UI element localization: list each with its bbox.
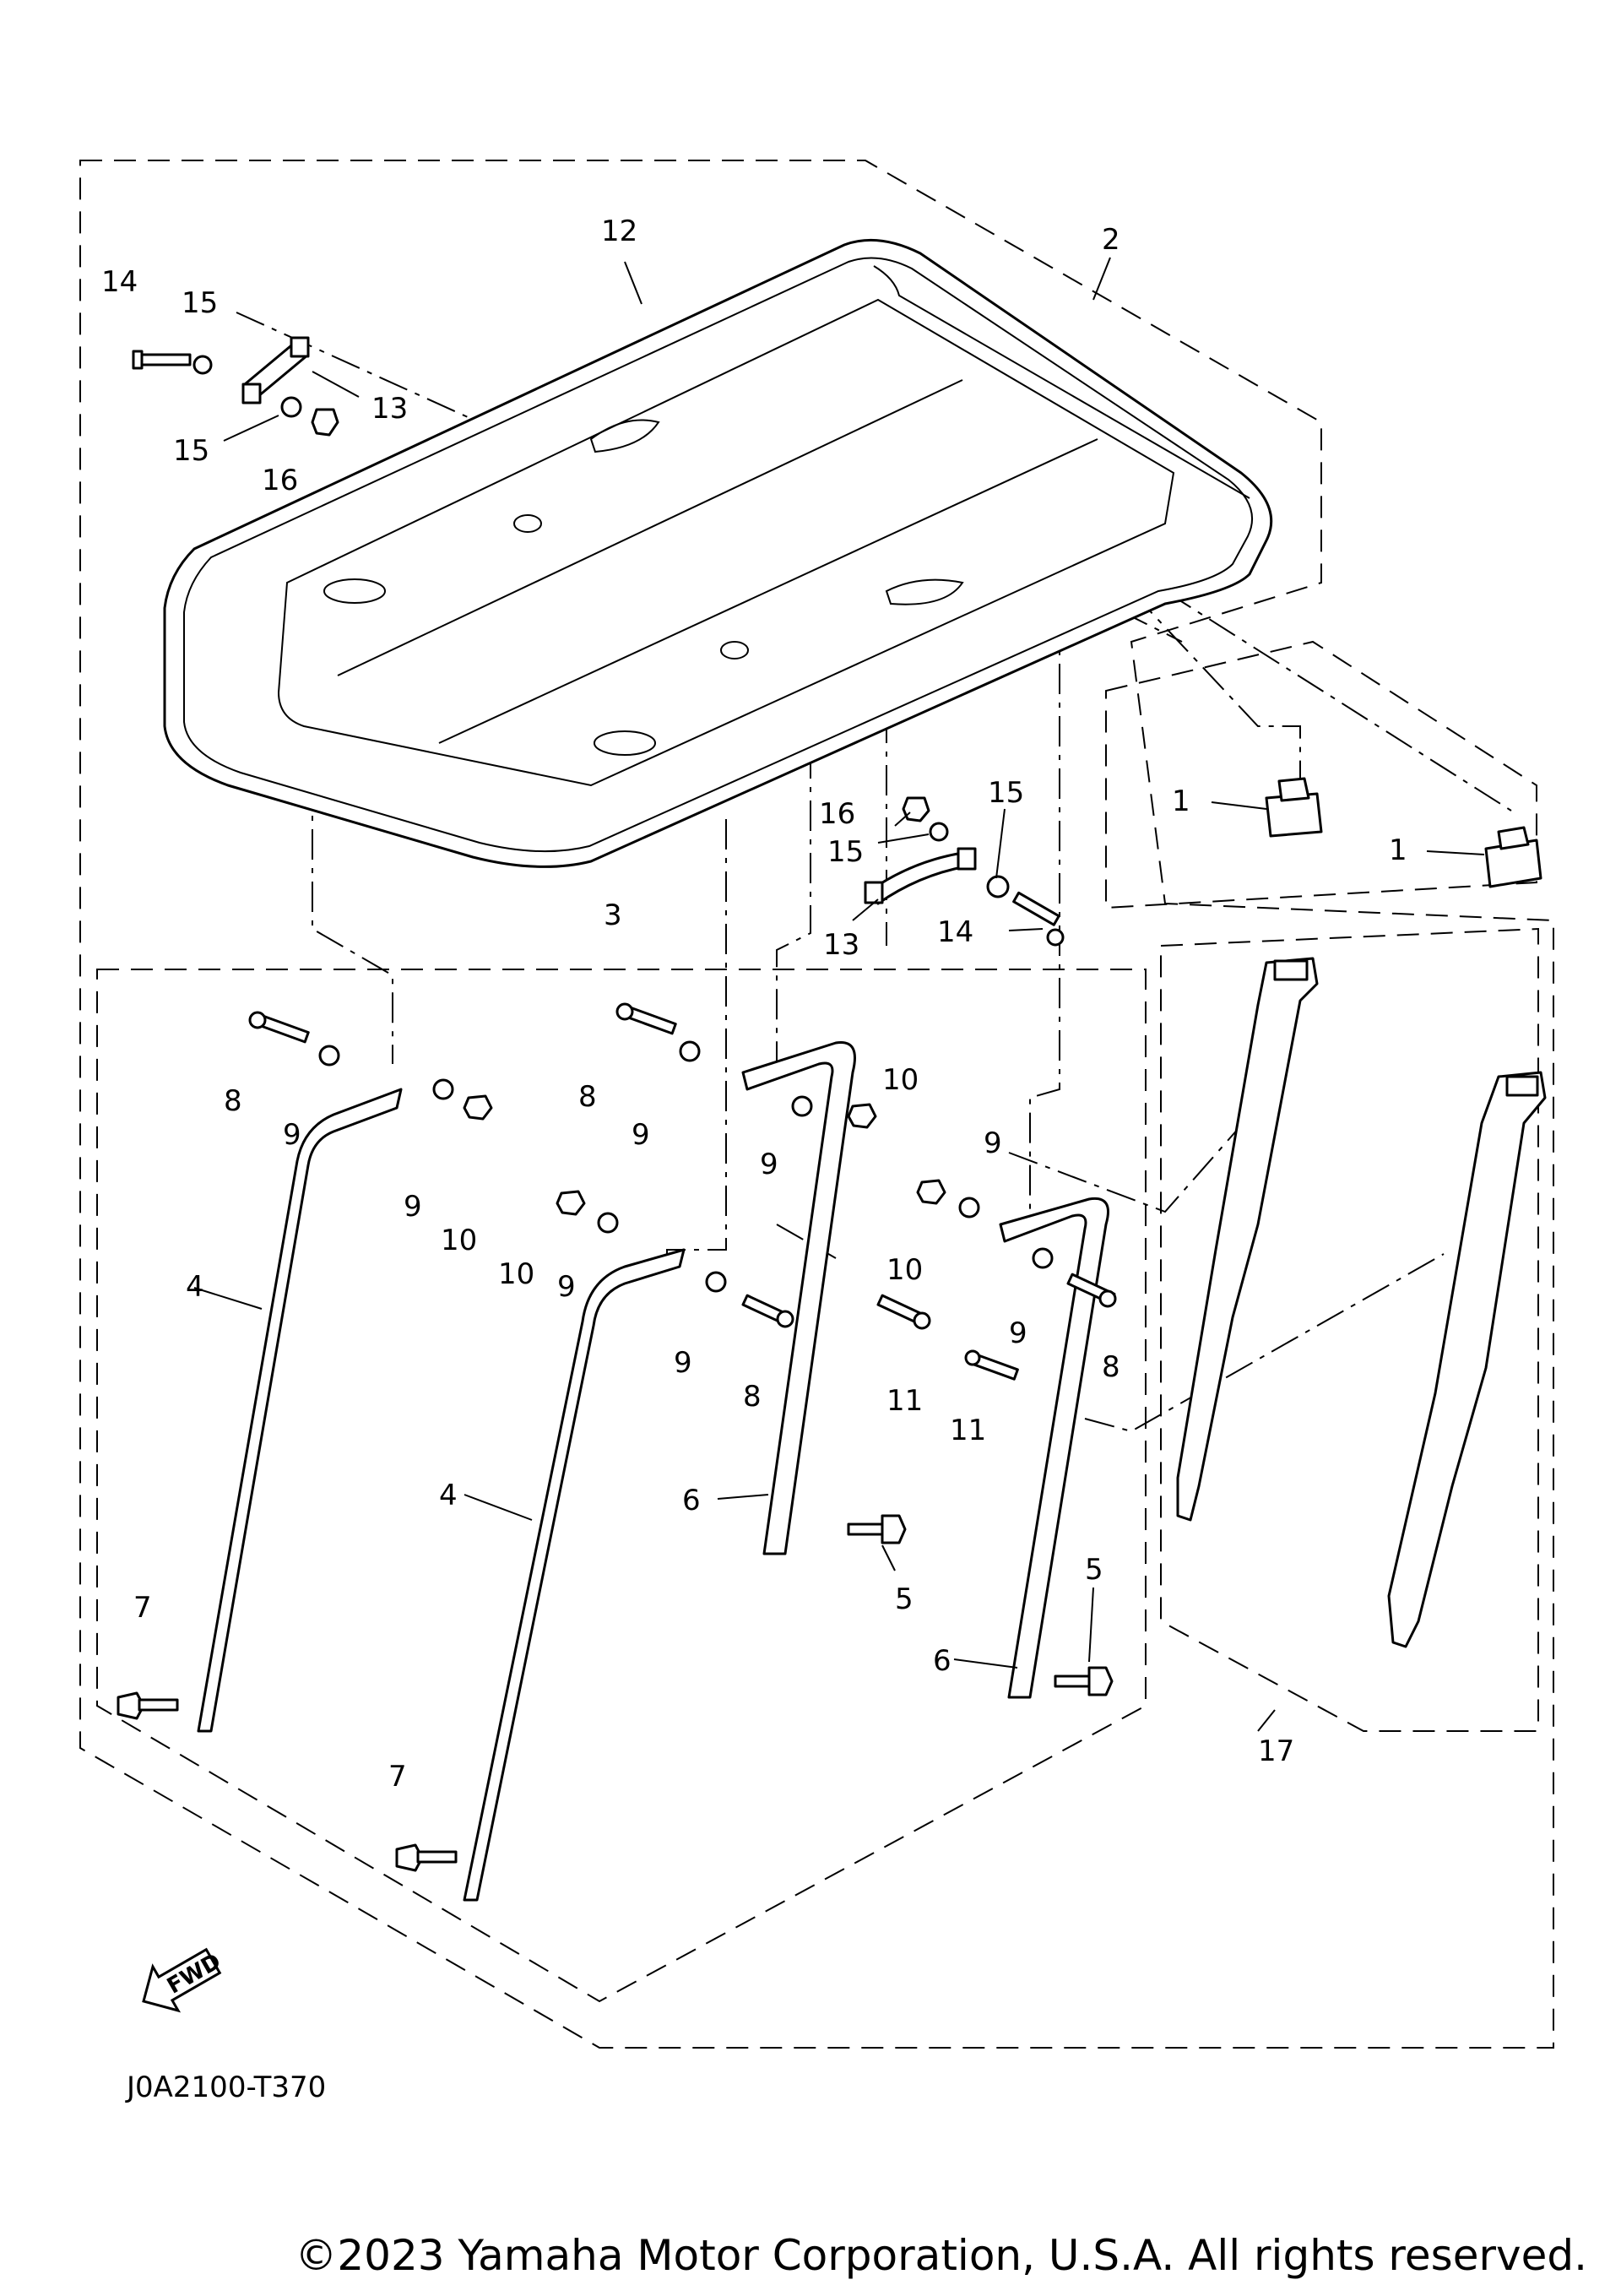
fasteners	[117, 1002, 1117, 1872]
washer-9-b	[432, 1078, 454, 1100]
washer-9-h	[1032, 1247, 1054, 1269]
cap-1-right	[1484, 826, 1542, 888]
callout-13b: 13	[823, 928, 859, 962]
bolt-8-b	[615, 1002, 677, 1035]
callout-9b: 9	[404, 1190, 422, 1224]
callout-13a: 13	[371, 392, 408, 426]
callout-2: 2	[1102, 223, 1120, 257]
callout-5a: 5	[895, 1582, 914, 1616]
callout-3: 3	[604, 898, 622, 932]
bolt-8-a	[248, 1011, 310, 1044]
callout-9g: 9	[984, 1126, 1002, 1160]
bolt-7-a	[117, 1691, 179, 1720]
nut-10-d	[916, 1179, 946, 1205]
pillar-4-left	[197, 1088, 403, 1733]
callout-15b: 15	[173, 434, 209, 468]
callout-10d: 10	[886, 1253, 923, 1287]
cover-17-left	[1176, 957, 1319, 1522]
front-pillars	[197, 1088, 686, 1902]
washer-9-d	[791, 1095, 813, 1117]
callout-10a: 10	[441, 1224, 477, 1257]
pillar-6-right	[999, 1197, 1109, 1699]
callout-9e: 9	[557, 1270, 576, 1304]
callout-17: 17	[1258, 1734, 1294, 1768]
washer-15-center-a	[929, 822, 949, 842]
callout-9h: 9	[1009, 1316, 1027, 1350]
bolt-8-c	[741, 1294, 794, 1328]
hardtop-roof	[163, 238, 1273, 868]
diagram-code: J0A2100-T370	[127, 2071, 327, 2104]
washer-15-center-b	[986, 875, 1010, 898]
nut-16-center	[902, 796, 930, 822]
washer-9-c	[679, 1040, 701, 1062]
callout-11a: 11	[886, 1384, 923, 1418]
bolt-11-a	[876, 1294, 931, 1330]
bolt-7-b	[395, 1843, 458, 1872]
group-3-boundary	[96, 969, 1147, 2003]
callout-7b: 7	[388, 1760, 407, 1794]
callout-15a: 15	[182, 286, 218, 320]
washer-9-a	[318, 1045, 340, 1067]
nut-10-c	[556, 1190, 586, 1216]
bolt-5-a	[847, 1514, 907, 1544]
handle-clip-top	[290, 336, 310, 358]
washer-9-e	[597, 1212, 619, 1234]
washer-15-top	[192, 355, 213, 375]
callout-6b: 6	[933, 1644, 951, 1678]
callout-4b: 4	[439, 1479, 458, 1512]
callout-8c: 8	[743, 1380, 762, 1414]
cap-1-left	[1265, 777, 1323, 838]
callout-1a: 1	[1172, 784, 1190, 818]
callout-1b: 1	[1389, 833, 1407, 867]
callout-labels: 12 2 14 15 13 15 16 15 16 15 13 14 1 1 3…	[101, 214, 1407, 1794]
copyright-notice: ©2023 Yamaha Motor Corporation, U.S.A. A…	[295, 2231, 1587, 2280]
leader-lines	[193, 257, 1485, 1732]
callout-8a: 8	[224, 1084, 242, 1118]
pillar-covers	[1176, 957, 1547, 1648]
callout-9f: 9	[674, 1346, 692, 1380]
group-1-boundary	[1105, 640, 1537, 909]
callout-11b: 11	[950, 1414, 986, 1447]
fwd-arrow-icon: FWD	[142, 1947, 225, 2013]
nut-10-a	[463, 1094, 493, 1121]
screw-14-left	[132, 350, 192, 370]
callout-9c: 9	[632, 1118, 650, 1152]
callout-15c: 15	[988, 776, 1024, 810]
callout-12: 12	[601, 214, 637, 248]
handle-clip-bottom	[241, 383, 262, 404]
cover-17-right	[1387, 1071, 1547, 1648]
callout-9a: 9	[283, 1118, 301, 1152]
bolt-5-b	[1054, 1666, 1114, 1696]
washer-15-bottom	[280, 396, 302, 418]
callout-5b: 5	[1085, 1553, 1103, 1587]
callout-7a: 7	[133, 1591, 152, 1625]
pillar-4-center	[463, 1248, 686, 1902]
callout-10b: 10	[882, 1063, 919, 1097]
callout-15d: 15	[827, 835, 864, 869]
callout-9d: 9	[760, 1148, 778, 1181]
callout-14a: 14	[101, 265, 138, 299]
callout-14b: 14	[937, 915, 973, 949]
caps	[1265, 777, 1542, 888]
group-17-boundary	[1160, 927, 1539, 1732]
screw-14-center	[1012, 891, 1065, 947]
grab-handle-center	[868, 851, 973, 905]
pillar-6-center	[741, 1040, 856, 1555]
washer-9-g	[958, 1197, 980, 1219]
callout-16b: 16	[819, 797, 855, 831]
washer-9-f	[705, 1271, 727, 1293]
callout-10c: 10	[498, 1257, 534, 1291]
callout-6a: 6	[682, 1484, 701, 1517]
callout-8b: 8	[578, 1080, 597, 1114]
rear-pillars	[741, 1040, 1109, 1699]
callout-8d: 8	[1102, 1350, 1120, 1384]
handle-hardware-left	[132, 336, 339, 437]
callout-4a: 4	[186, 1270, 204, 1304]
callout-16a: 16	[262, 464, 298, 497]
bolt-11-b	[964, 1349, 1019, 1381]
nut-10-b	[847, 1103, 877, 1129]
bolt-8-d	[1066, 1273, 1117, 1308]
nut-16-left	[311, 408, 339, 437]
